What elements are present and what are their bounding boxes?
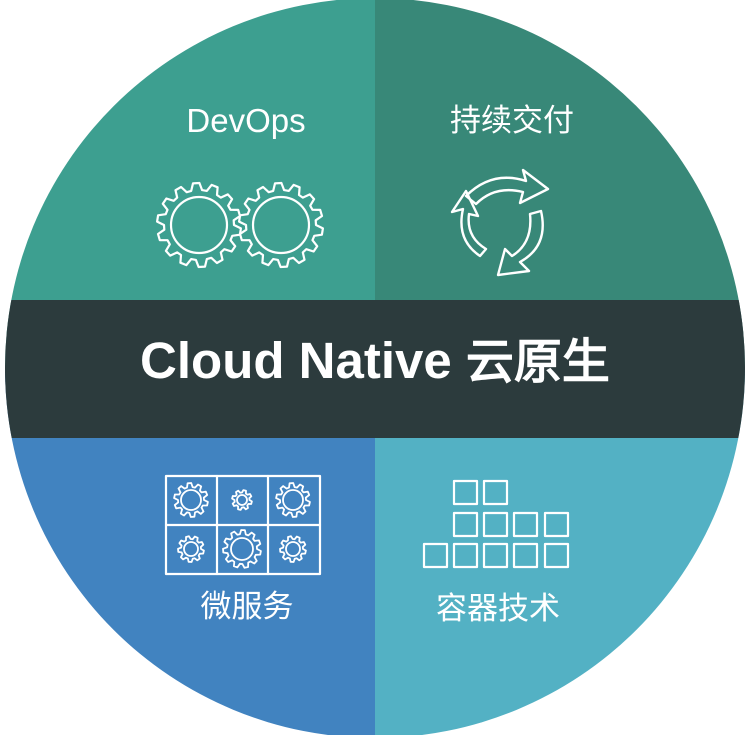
cycle-arrows-icon (450, 168, 550, 277)
stacked-containers-icon (422, 479, 570, 569)
title-chinese: 云原生 (465, 334, 610, 390)
continuous-delivery-label: 持续交付 (450, 103, 574, 139)
microservices-label: 微服务 (200, 589, 294, 625)
twin-gears-icon (156, 181, 324, 269)
gear-grid-icon (164, 474, 322, 576)
title-band (5, 300, 745, 438)
title-english: Cloud Native (140, 332, 452, 389)
center-title: Cloud Native 云原生 (140, 335, 610, 386)
devops-label: DevOps (186, 102, 306, 139)
container-technology-label: 容器技术 (436, 591, 560, 627)
